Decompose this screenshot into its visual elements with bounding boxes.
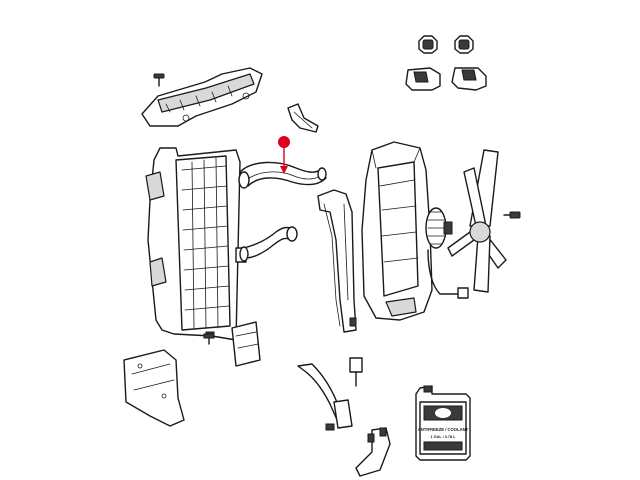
jug-label-line2: 1 GAL / 3.78 L [430,435,456,439]
fan-bolt [503,211,521,219]
bolt-lower [203,333,215,345]
retainer-clip-left [405,67,441,91]
heater-tube-assembly [297,363,353,431]
hose-bracket-small [287,103,319,133]
tube-clip [349,357,363,387]
fan-blade [447,149,507,293]
lower-deflector [123,349,185,427]
fan-shroud-frame [317,189,357,333]
jug-label-line1: ANTIFREEZE / COOLANT [418,427,469,432]
bolt-top [153,73,165,87]
fan-housing [361,141,433,321]
air-seal-bracket [231,321,261,367]
coolant-jug: ANTIFREEZE / COOLANT 1 GAL / 3.78 L [415,385,471,461]
lower-radiator-hose [239,226,298,262]
radiator [145,147,247,341]
upper-radiator-hose [238,161,327,189]
push-pin-left [418,35,438,54]
bottle-bracket [355,427,391,477]
push-pin-right [454,35,474,54]
fan-wiring [427,249,469,299]
retainer-clip-right [451,67,487,91]
upper-shroud [141,67,263,127]
callout-marker [278,136,290,174]
fan-clutch [425,207,453,249]
